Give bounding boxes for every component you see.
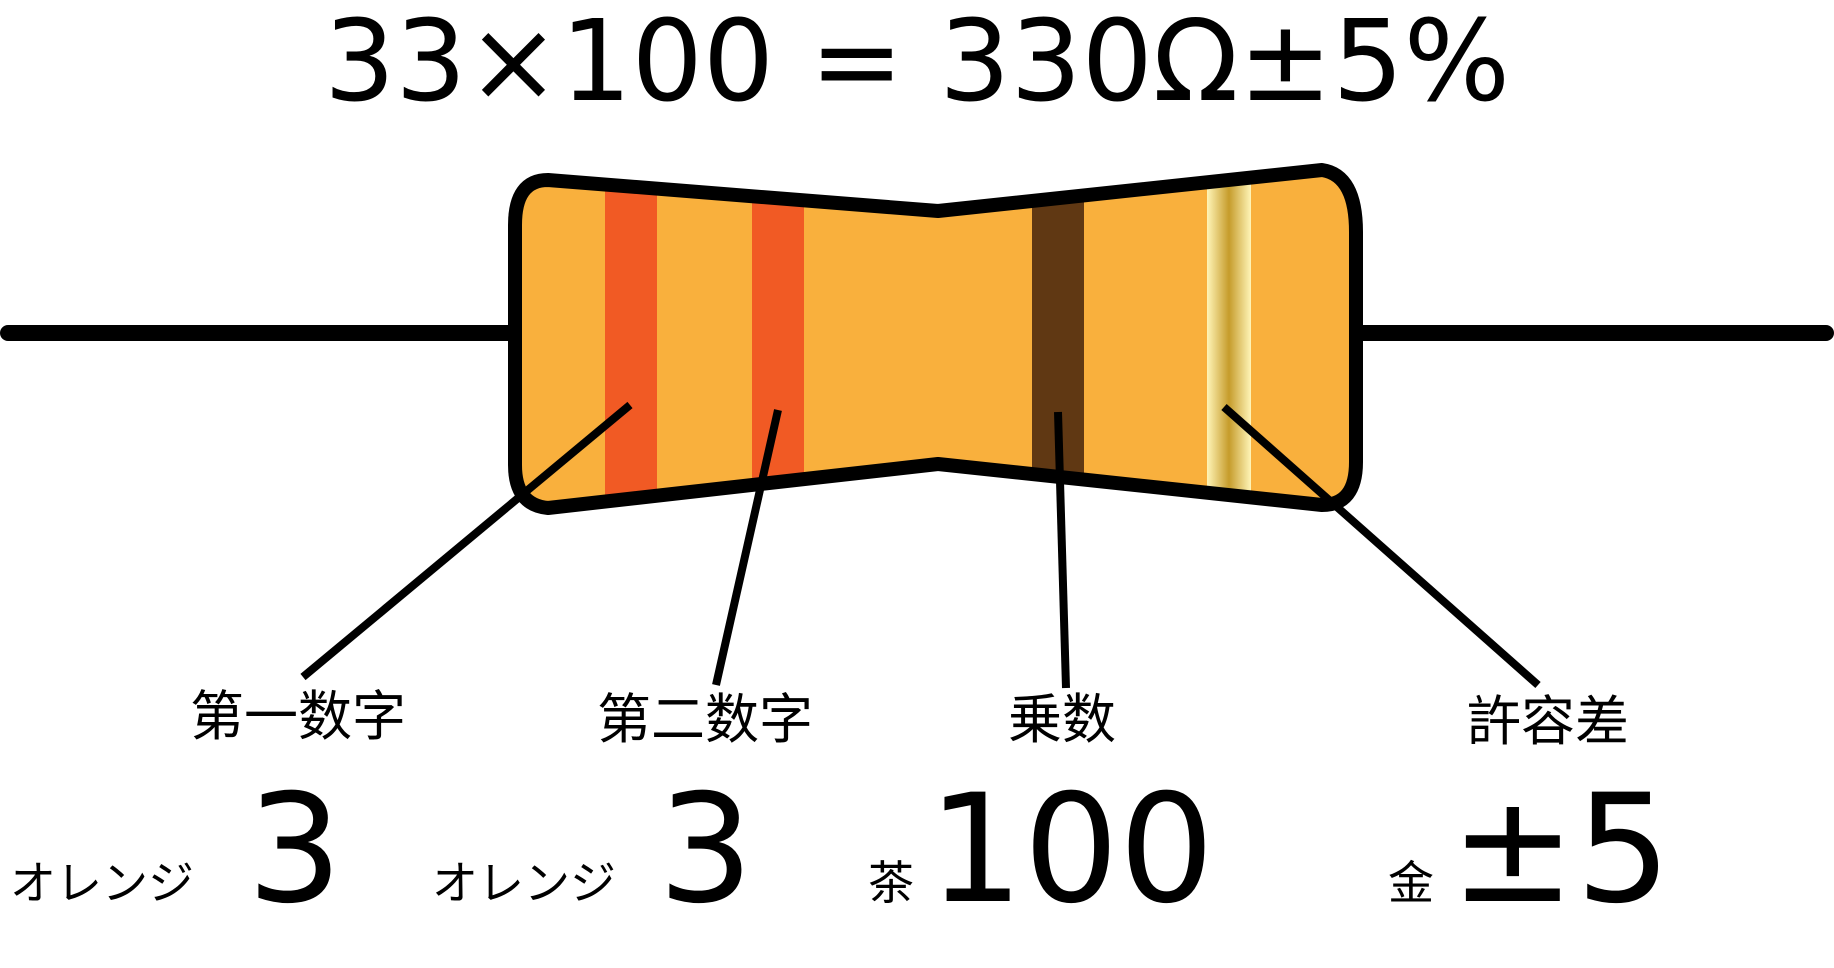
band-second-digit bbox=[752, 170, 804, 508]
resistance-formula: 33×100 = 330Ω±5% bbox=[323, 0, 1511, 127]
band-first-digit bbox=[605, 170, 657, 508]
color-name-tolerance: 金 bbox=[1388, 856, 1434, 910]
value-tolerance: ±5 bbox=[1450, 763, 1672, 937]
color-name-multiplier: 茶 bbox=[868, 856, 914, 910]
leader-line-tolerance bbox=[1221, 404, 1541, 688]
leader-line-second-digit bbox=[712, 409, 782, 686]
band-tolerance bbox=[1207, 170, 1251, 508]
leader-line-multiplier bbox=[1054, 411, 1070, 689]
label-multiplier: 乗数 bbox=[1008, 688, 1116, 751]
value-first-digit: 3 bbox=[247, 763, 343, 937]
resistor-outline bbox=[508, 163, 1363, 515]
label-tolerance: 許容差 bbox=[1467, 690, 1629, 753]
color-name-second-digit: オレンジ bbox=[432, 856, 616, 910]
value-multiplier: 100 bbox=[928, 763, 1215, 937]
leader-line-first-digit bbox=[300, 401, 633, 681]
value-second-digit: 3 bbox=[658, 763, 754, 937]
label-second-digit: 第二数字 bbox=[597, 688, 813, 751]
color-name-first-digit: オレンジ bbox=[10, 856, 194, 910]
label-first-digit: 第一数字 bbox=[190, 685, 406, 748]
